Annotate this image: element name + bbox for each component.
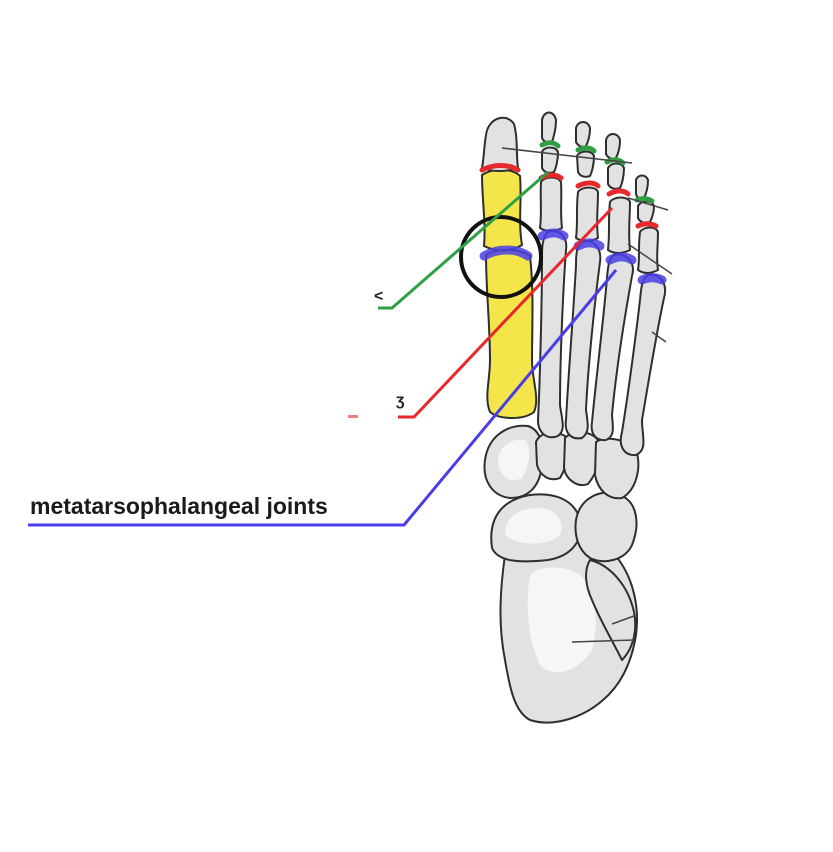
metatarsal-3	[564, 240, 602, 440]
toe5-distal	[635, 174, 649, 200]
talus-bone	[585, 559, 637, 661]
cuboid-bone	[574, 491, 638, 563]
metatarsal-5	[619, 273, 666, 457]
leader-blue	[28, 269, 618, 527]
mtp-joints	[479, 228, 667, 285]
lateral-cuneiform-bone	[563, 431, 601, 486]
toe5-proximal	[637, 226, 659, 274]
clipped-label-fragment-3	[348, 415, 358, 418]
clipped-label-fragment-2: ʒ	[396, 392, 405, 409]
leader-green	[378, 170, 549, 310]
toe2-middle	[541, 146, 559, 174]
focus-circle	[459, 215, 543, 299]
toe4-middle	[607, 162, 625, 190]
intermediate-cuneiform-bone	[535, 431, 569, 481]
metatarsal-bones	[484, 230, 666, 457]
toe4-distal	[605, 133, 621, 160]
leader-red	[398, 206, 614, 419]
tarsal-bones	[483, 424, 640, 724]
toe5-middle	[637, 200, 655, 224]
toe-reference-lines	[501, 147, 673, 643]
mtp-joints-label: metatarsophalangeal joints	[30, 493, 328, 519]
leader-lines	[28, 170, 618, 527]
toe3-middle	[576, 150, 595, 178]
proximal-ip-joints	[479, 163, 659, 229]
clipped-label-fragment-1: ˂	[374, 288, 383, 305]
toe2-proximal	[539, 176, 563, 232]
toe4-proximal	[607, 196, 631, 254]
toe2-distal	[541, 111, 557, 144]
toe3-distal	[575, 121, 591, 148]
